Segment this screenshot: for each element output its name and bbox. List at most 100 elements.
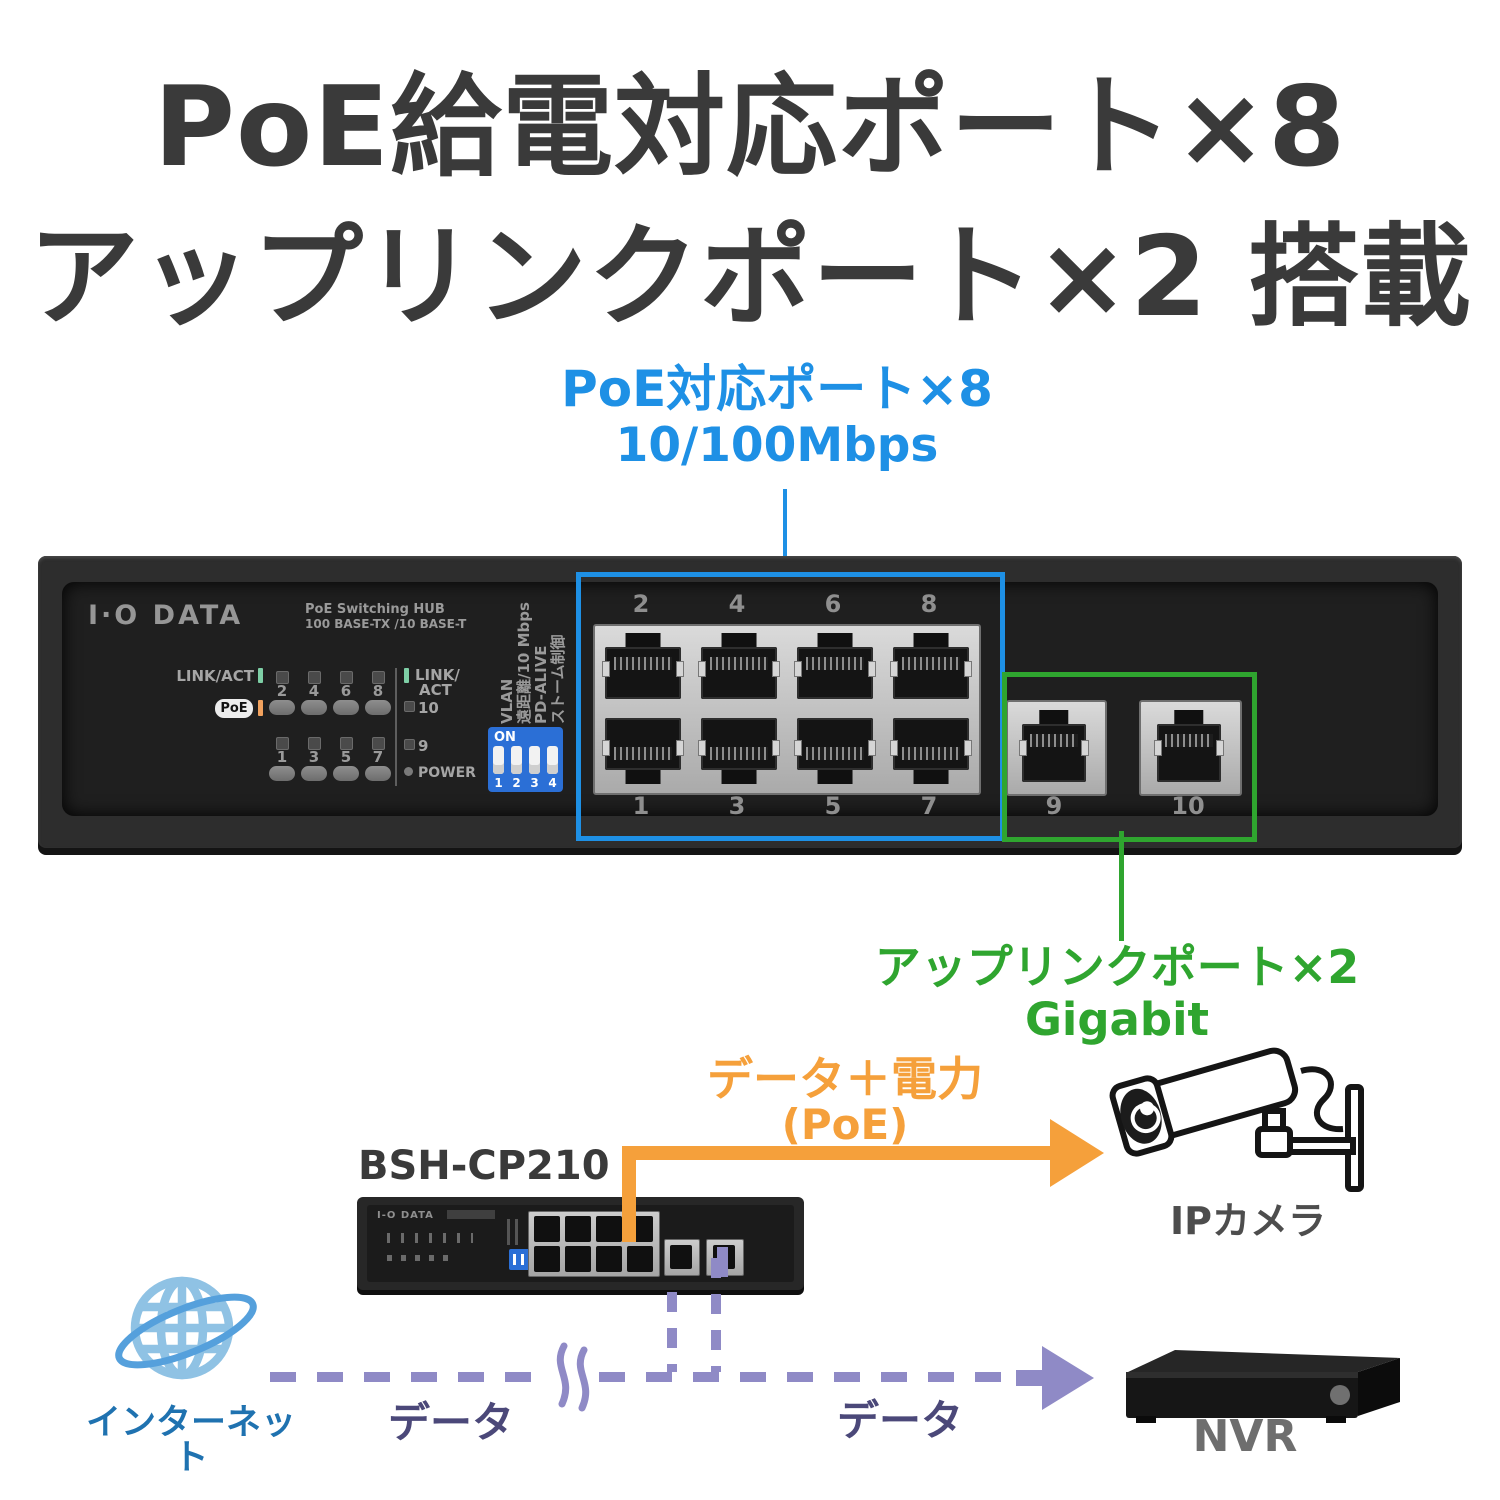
dip-number: 3 [530,776,539,790]
port-number: 1 [632,792,650,820]
nvr-label: NVR [1192,1411,1298,1462]
mini-switch-label-bar [447,1210,495,1219]
poe-led [333,766,359,781]
led-square [276,737,289,750]
led-port-number: 5 [340,748,352,766]
dip-number: 2 [512,776,521,790]
led-square [404,701,415,712]
rj45-port [602,633,684,699]
rj45-port [794,633,876,699]
poe-flow-label-line1: データ＋電力 [707,1052,983,1106]
port-number: 9 [1045,792,1063,820]
mini-switch-brand: I-O DATA [377,1210,434,1221]
port-number: 2 [632,590,650,618]
dip-number: 1 [494,776,503,790]
dip-function-label: PD-ALIVE [532,645,550,724]
port-number: 6 [824,590,842,618]
dip-number: 4 [548,776,557,790]
poe-flow-label-line2: (PoE) [781,1100,909,1149]
led-port-number: 8 [372,682,384,700]
power-led [404,767,413,776]
led-port-number: 1 [276,748,288,766]
data-line-vertical-1 [667,1292,677,1372]
uplink-link-label-2: ACT [419,681,452,699]
poe-ports-highlight-rect [576,572,1005,841]
uplink-callout-title: アップリンクポート×2 [874,940,1360,994]
uplink-callout-connector-line [1119,831,1124,941]
poe-led [269,766,295,781]
mini-port-block [528,1211,660,1277]
mini-switch-model-label: BSH-CP210 [358,1143,610,1189]
mini-led-row [387,1233,473,1243]
led-square [340,737,353,750]
poe-callout-subtitle: 10/100Mbps [615,418,939,473]
uplink-port-9-label: 9 [418,737,429,755]
led-square [340,671,353,684]
dip-slider [493,746,504,774]
switch-front-panel: I·O DATA PoE Switching HUB 100 BASE-TX /… [38,556,1462,848]
uplink-callout-subtitle: Gigabit [1024,993,1210,1046]
poe-port-block [593,624,981,795]
link-act-label: LINK/ACT [176,667,254,685]
poe-flow-arrow-drop [622,1146,636,1242]
dip-function-label: 遠距離/10 Mbps [515,602,533,724]
dip-function-label: VLAN [498,678,516,724]
led-square [404,739,415,750]
led-port-number: 4 [308,682,320,700]
port-number: 4 [728,590,746,618]
poe-callout-title: PoE対応ポート×8 [561,360,993,418]
port-number: 3 [728,792,746,820]
data-label-right: データ [836,1396,963,1445]
port-number: 5 [824,792,842,820]
dip-on-label: ON [494,730,516,745]
led-port-number: 3 [308,748,320,766]
dip-function-label: ストーム制御 [549,634,567,724]
model-name-line1: PoE Switching HUB [305,602,445,617]
poe-callout-connector-line [783,489,787,573]
nvr-icon [1126,1350,1400,1423]
uplink-port-10-jack [1139,700,1242,796]
dip-slider [547,746,558,774]
led-square [372,737,385,750]
port-number: 8 [920,590,938,618]
mini-uplink-port [664,1239,700,1276]
poe-led [301,766,327,781]
led-square [308,671,321,684]
poe-led [333,700,359,715]
data-label-left: データ [387,1398,514,1447]
data-arrowhead [1042,1346,1094,1410]
power-label: POWER [418,765,476,781]
mini-panel-mark [507,1219,510,1245]
mini-panel-mark [515,1219,518,1245]
data-line-horizontal [270,1372,1018,1382]
poe-led [365,700,391,715]
led-port-number: 2 [276,682,288,700]
uplink-ports-highlight-rect [1002,672,1257,842]
mini-uplink-cable-stub [717,1247,728,1277]
mini-led-row [387,1255,457,1261]
led-port-number: 6 [340,682,352,700]
led-divider [395,668,397,786]
led-square [308,737,321,750]
uplink-port-10-label: 10 [418,699,439,717]
port-number: 7 [920,792,938,820]
ip-camera-label: IPカメラ [1170,1199,1326,1243]
uplink-link-act-tick [404,668,409,683]
poe-flow-arrow-shaft [622,1146,1054,1160]
line-break-symbol [552,1342,598,1412]
port-number: 10 [1171,792,1205,820]
dip-slider [511,746,522,774]
led-port-number: 7 [372,748,384,766]
poe-led [269,700,295,715]
mini-switch: I-O DATA [357,1197,804,1290]
rj45-port [890,633,972,699]
link-act-green-tick [258,668,263,683]
poe-flow-arrowhead [1050,1119,1104,1187]
rj45-port [698,633,780,699]
led-square [276,671,289,684]
data-line-vertical-2 [711,1258,721,1372]
internet-globe-icon [115,1276,257,1380]
data-arrow-stub [1016,1370,1042,1386]
poe-led [365,766,391,781]
